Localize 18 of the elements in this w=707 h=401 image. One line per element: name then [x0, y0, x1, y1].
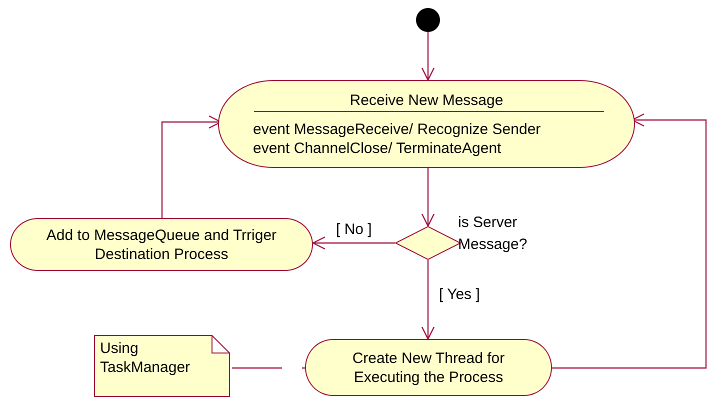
edge-label: [ Yes ]	[438, 286, 481, 303]
decision-diamond	[395, 226, 461, 260]
connector-line	[232, 367, 305, 369]
arrow	[421, 32, 435, 81]
activity-text: event MessageReceive/ Recognize Sender	[252, 120, 542, 138]
initial-node	[416, 8, 440, 32]
activity-text: event ChannelClose/ TerminateAgent	[252, 138, 502, 158]
note	[94, 335, 230, 397]
node-title: Add to MessageQueue and Trriger Destination Process	[45, 226, 278, 264]
decision-label: is Server Message?	[457, 213, 528, 255]
arrow	[312, 236, 395, 250]
node-title: Create New Thread for Executing the Process	[351, 348, 506, 386]
arrow	[552, 113, 707, 369]
node-title: Receive New Message	[348, 90, 504, 110]
arrow	[421, 168, 435, 227]
edge-label: [ No ]	[335, 221, 373, 238]
arrow	[421, 260, 435, 340]
note-text: Using TaskManager	[100, 339, 192, 377]
